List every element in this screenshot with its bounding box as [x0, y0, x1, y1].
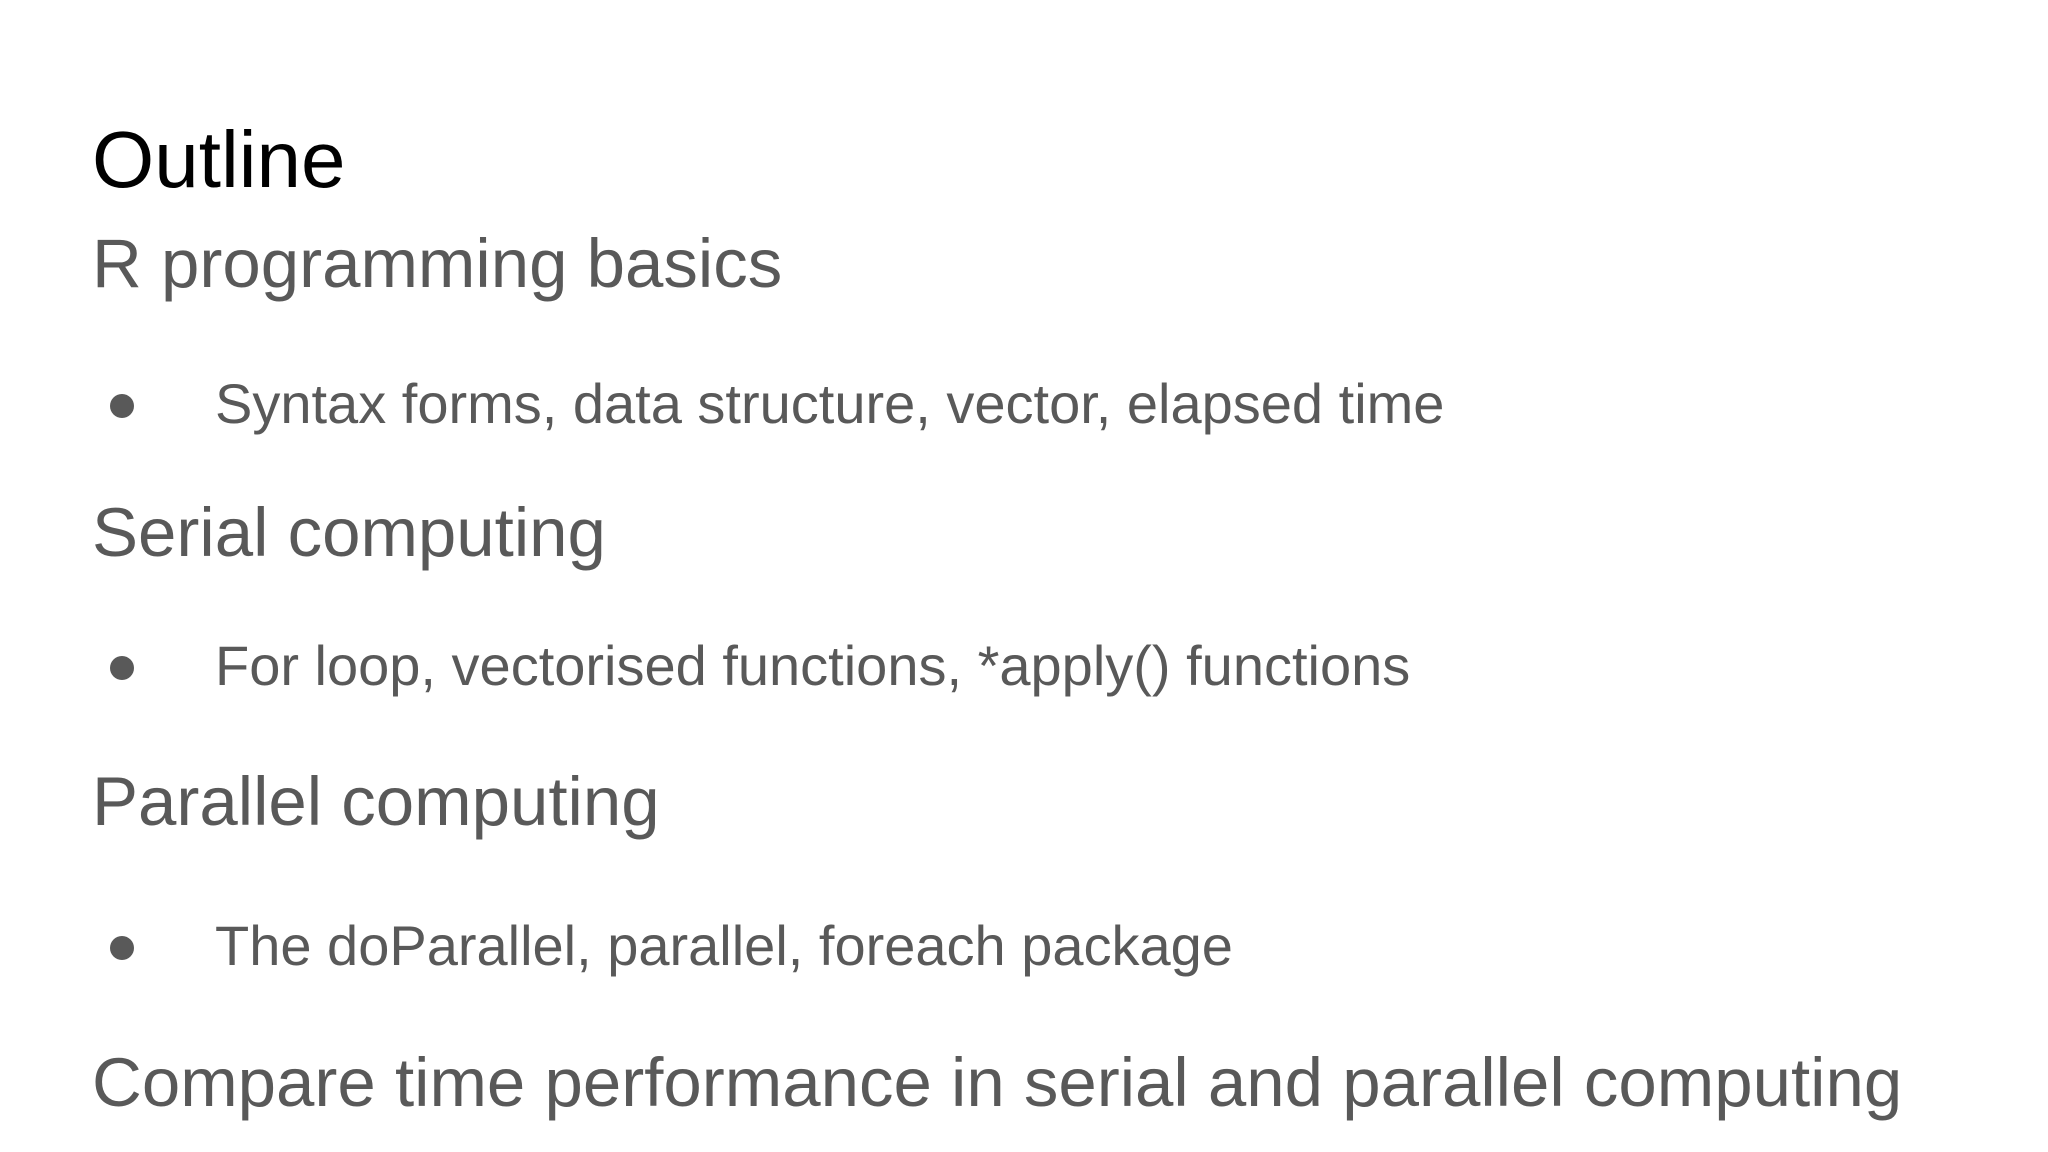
slide-title: Outline	[92, 115, 346, 204]
bullet-text: Syntax forms, data structure, vector, el…	[215, 371, 1445, 435]
bullet-icon	[110, 393, 134, 418]
bullet-icon	[110, 935, 134, 960]
bullet-text: For loop, vectorised functions, *apply()…	[215, 633, 1411, 697]
section-heading-parallel-computing: Parallel computing	[92, 762, 660, 840]
bullet-text: The doParallel, parallel, foreach packag…	[215, 913, 1233, 977]
bullet-item: Syntax forms, data structure, vector, el…	[92, 370, 1998, 437]
section-heading-compare-time-performance: Compare time performance in serial and p…	[92, 1043, 1903, 1121]
slide-content: Outline R programming basics Syntax form…	[92, 0, 1998, 1125]
section-heading-serial-computing: Serial computing	[92, 493, 606, 571]
bullet-item: The doParallel, parallel, foreach packag…	[92, 912, 1998, 979]
section-heading-r-programming-basics: R programming basics	[92, 225, 783, 302]
bullet-item: For loop, vectorised functions, *apply()…	[92, 632, 1998, 699]
bullet-icon	[110, 655, 134, 680]
